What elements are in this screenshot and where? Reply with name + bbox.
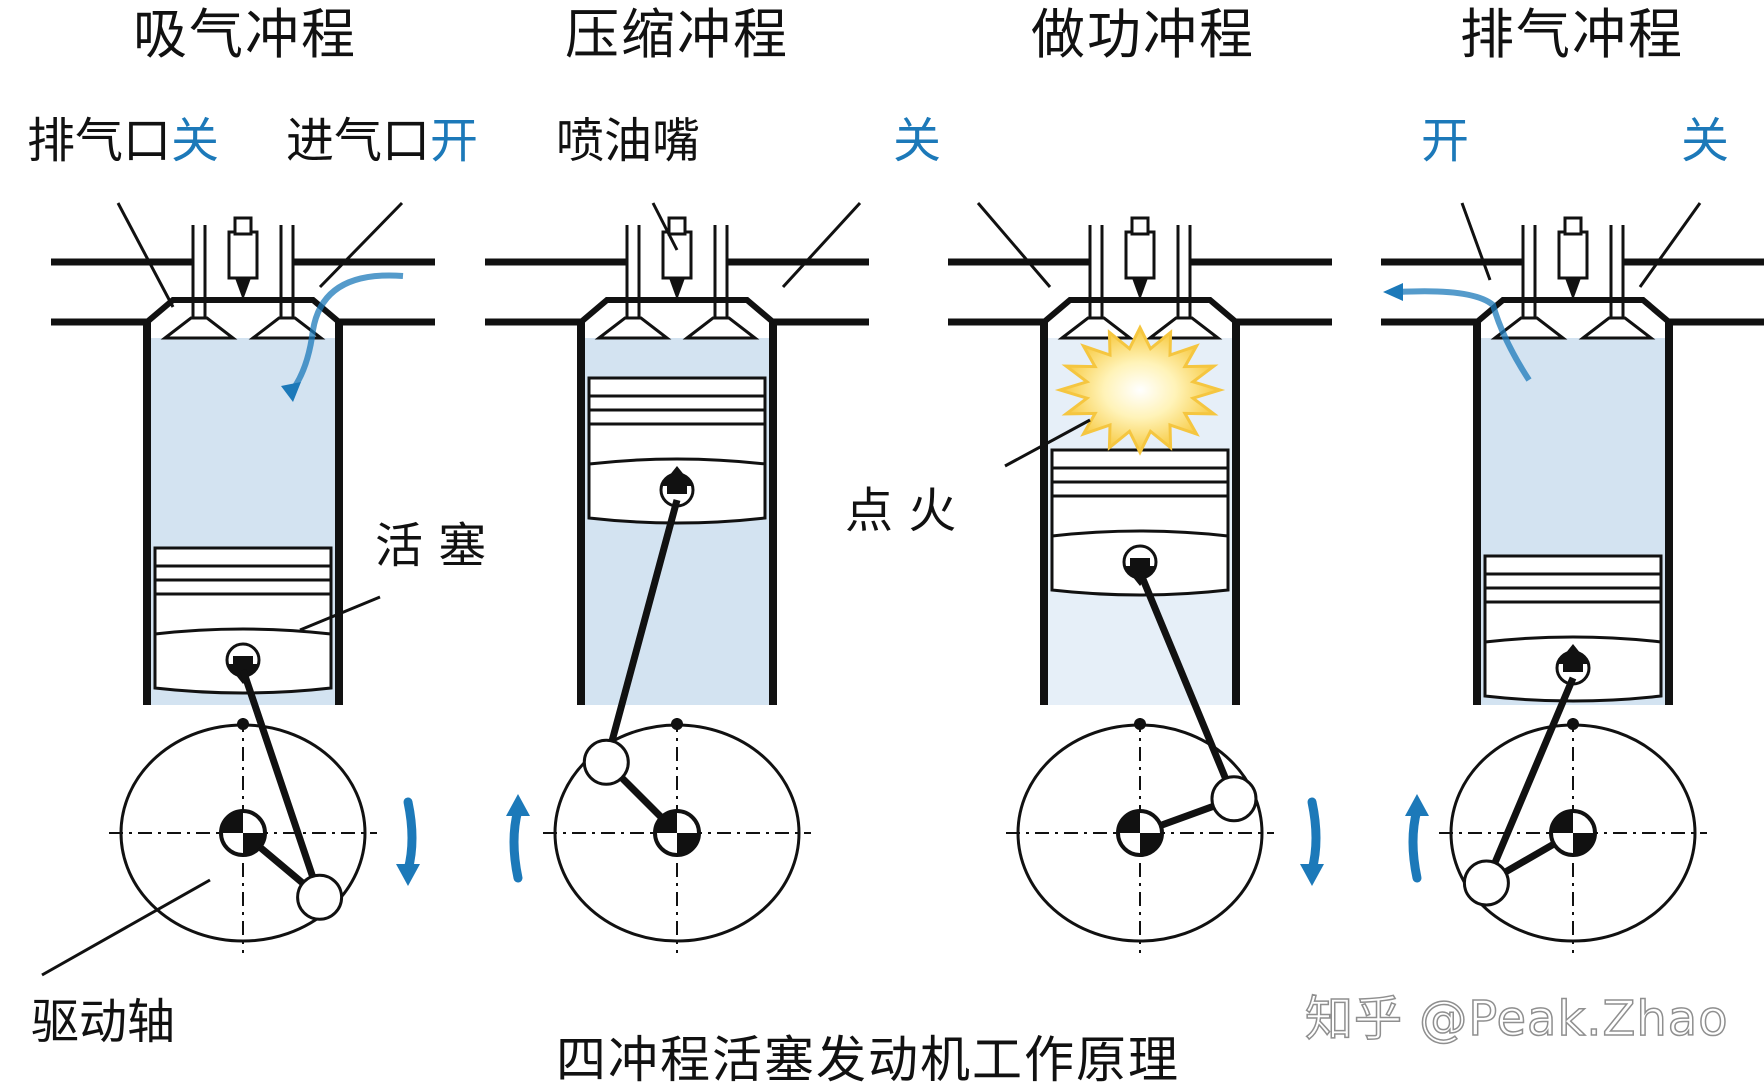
exhaust-crank-hub-quarter (1573, 833, 1595, 855)
exhaust-crank-hub-quarter (1551, 811, 1573, 833)
power-crank-hub-quarter (1140, 833, 1162, 855)
exhaust-valve-head (1490, 316, 1568, 340)
intake-valve-head (160, 316, 238, 340)
power-spark-plug-cap (1130, 216, 1150, 236)
intake-crank-top-dot (237, 718, 249, 730)
intake-port-label: 进气口开 (286, 117, 478, 165)
fuel-injector-leader (651, 202, 679, 251)
power-spark-plug (1124, 230, 1156, 280)
exhaust-port-leader (116, 202, 175, 308)
power-crank-hub-quarter (1118, 811, 1140, 833)
exhaust-rotation-arrow (1408, 805, 1422, 883)
intake-crankpin (296, 873, 344, 921)
compression-piston-crown (587, 376, 767, 466)
intake-piston-crown (153, 546, 333, 636)
exhaust-closed-state: 关 (1681, 113, 1730, 169)
power-stroke-title: 做功冲程 (1031, 3, 1255, 66)
exhaust-crankpin (1462, 859, 1510, 907)
power-rotation-arrow (1307, 797, 1321, 875)
compression-valve-head (682, 316, 760, 340)
intake-crank-hub-quarter (221, 811, 243, 833)
exhaust-piston-direction-icon (1557, 644, 1589, 672)
exhaust-port-label: 排气口关 (27, 117, 219, 165)
intake-rotation-arrow (403, 797, 417, 875)
power-valve-head (1145, 316, 1223, 340)
power-spark-plug-tip (1132, 278, 1148, 300)
exhaust-valve-head (1578, 316, 1656, 340)
intake-port-leader (318, 201, 404, 289)
compression-rotation-arrow (509, 805, 523, 883)
compression-spark-plug-tip (669, 278, 685, 300)
diagram-caption: 四冲程活塞发动机工作原理 (556, 1031, 1180, 1089)
intake-crank-hub-quarter (243, 833, 265, 855)
compression-crank-top-dot (671, 718, 683, 730)
intake-port-text: 进气口 (286, 113, 431, 169)
exhaust-port-state: 关 (171, 113, 220, 169)
intake-intake-flow-arrow (288, 272, 404, 394)
crankshaft-label: 驱动轴 (31, 994, 176, 1050)
intake-spark-plug (227, 230, 259, 280)
crankshaft-leader (41, 878, 211, 977)
compression-rotation-arrowhead (506, 794, 530, 816)
ignition-leader (1004, 418, 1091, 468)
intake-connecting-rod (239, 668, 323, 899)
compression-spark-plug (661, 230, 693, 280)
intake-port-state: 开 (430, 113, 479, 169)
intake-engine (51, 216, 435, 953)
exhaust-open-state: 开 (1421, 113, 1470, 169)
ignition-label: 点 火 (845, 483, 957, 539)
piston-label: 活 塞 (375, 518, 487, 574)
exhaust-exhaust-flow-head (1383, 283, 1403, 301)
power-crank-top-dot (1134, 718, 1146, 730)
intake-spark-plug-cap (233, 216, 253, 236)
exhaust-piston-crown (1483, 554, 1663, 644)
watermark: 知乎 @Peak.Zhao (1304, 991, 1729, 1047)
power-rotation-arrowhead (1300, 864, 1324, 886)
compression-piston-direction-icon (661, 466, 693, 494)
exhaust-right-leader (1638, 202, 1702, 288)
exhaust-left-leader (1460, 202, 1492, 281)
exhaust-engine (1381, 216, 1764, 953)
compression-crankpin (582, 738, 630, 786)
intake-spark-plug-tip (235, 278, 251, 300)
exhaust-connecting-rod (1483, 676, 1577, 885)
compression-crank-hub-quarter (655, 811, 677, 833)
power-exhaust-leader (976, 202, 1052, 288)
exhaust-port-text: 排气口 (27, 113, 172, 169)
power-engine (948, 216, 1332, 953)
exhaust-spark-plug-tip (1565, 278, 1581, 300)
compression-engine (485, 216, 869, 953)
exhaust-stroke-title: 排气冲程 (1460, 3, 1684, 66)
power-connecting-rod (1136, 570, 1238, 801)
compression-valve-head (594, 316, 672, 340)
power-piston-crown (1050, 448, 1230, 538)
power-crankpin (1210, 775, 1258, 823)
piston-leader (299, 595, 381, 632)
exhaust-spark-plug-cap (1563, 216, 1583, 236)
power-valve-head (1057, 316, 1135, 340)
exhaust-exhaust-flow-arrow (1397, 288, 1532, 382)
compression-valve-state: 关 (893, 113, 942, 169)
exhaust-spark-plug (1557, 230, 1589, 280)
exhaust-rotation-arrowhead (1405, 794, 1429, 816)
fuel-injector-label: 喷油嘴 (556, 113, 701, 169)
compression-connecting-rod (602, 499, 681, 764)
intake-valve-head (248, 316, 326, 340)
compression-stroke-title: 压缩冲程 (565, 3, 789, 66)
intake-stroke-title: 吸气冲程 (133, 3, 357, 66)
intake-rotation-arrowhead (396, 864, 420, 886)
power-spark-burst (1054, 324, 1226, 456)
compression-valve-leader (781, 201, 862, 289)
exhaust-crank-top-dot (1567, 718, 1579, 730)
compression-crank-hub-quarter (677, 833, 699, 855)
intake-intake-flow-head (281, 382, 301, 402)
compression-spark-plug-cap (667, 216, 687, 236)
